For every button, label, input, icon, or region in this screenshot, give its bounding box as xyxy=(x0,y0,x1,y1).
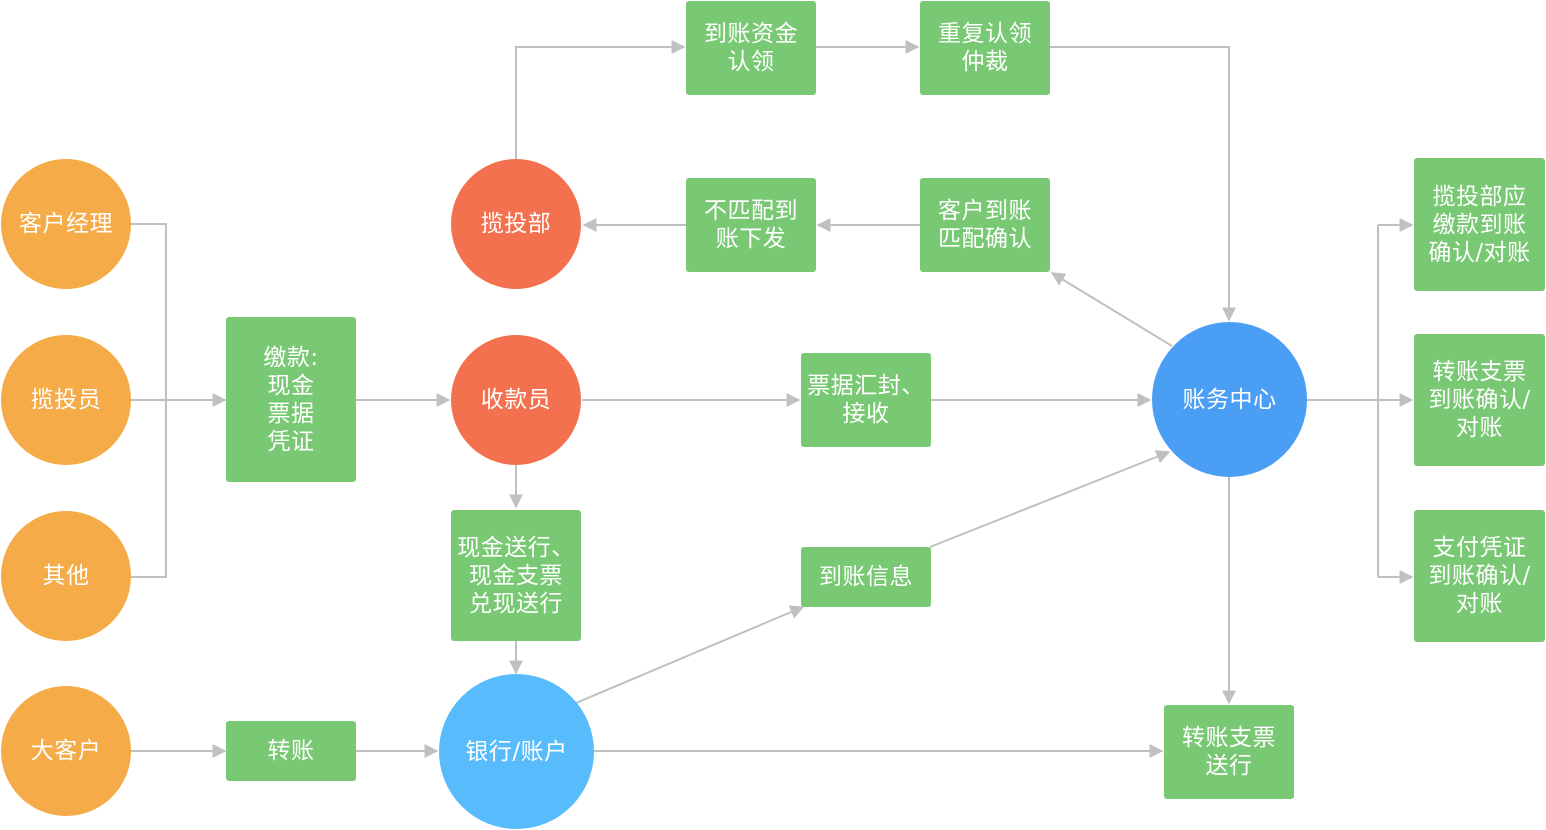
node-piaoju-huifeng: 票据汇封、 接收 xyxy=(801,353,931,447)
node-zhuanzhang-zhipiao-queren: 转账支票 到账确认/ 对账 xyxy=(1414,334,1545,466)
node-lantou-yuan: 揽投员 xyxy=(1,335,131,465)
node-daozhang-renling: 到账资金 认领 xyxy=(686,1,816,95)
edge-yinhang-to-daozhangxinxi xyxy=(575,605,805,704)
node-zhuanzhang: 转账 xyxy=(226,721,356,781)
node-jiaokuan: 缴款: 现金 票据 凭证 xyxy=(226,317,356,482)
node-daozhang-xinxi: 到账信息 xyxy=(801,547,931,607)
node-lantou-bu: 揽投部 xyxy=(451,159,581,289)
edge-chongfu-to-zhangwu xyxy=(1049,46,1236,322)
node-chongfu-zhongcai: 重复认领 仲裁 xyxy=(920,1,1050,95)
node-lantoubu-queren: 揽投部应 缴款到账 确认/对账 xyxy=(1414,158,1545,291)
node-bupipei: 不匹配到 账下发 xyxy=(686,178,816,272)
node-kehu-pipei: 客户到账 匹配确认 xyxy=(920,178,1050,272)
node-xianjin-songhang: 现金送行、 现金支票 兑现送行 xyxy=(451,510,581,641)
node-kehu-jingli: 客户经理 xyxy=(1,159,131,289)
node-zhuanzhang-zhipiao-songhang: 转账支票 送行 xyxy=(1164,705,1294,799)
edge-zhangwu-to-kehupipei xyxy=(1050,272,1173,347)
edge-lantoubu-to-renling xyxy=(515,40,686,159)
node-zhifu-pingzheng-queren: 支付凭证 到账确认/ 对账 xyxy=(1414,510,1545,642)
node-shoukuan-yuan: 收款员 xyxy=(451,335,581,465)
node-da-kehu: 大客户 xyxy=(1,686,131,816)
node-qita: 其他 xyxy=(1,511,131,641)
node-zhangwu-zhongxin: 账务中心 xyxy=(1152,322,1307,477)
edge-daozhangxinxi-to-zhangwu xyxy=(929,450,1171,548)
node-yinhang: 银行/账户 xyxy=(439,674,594,829)
